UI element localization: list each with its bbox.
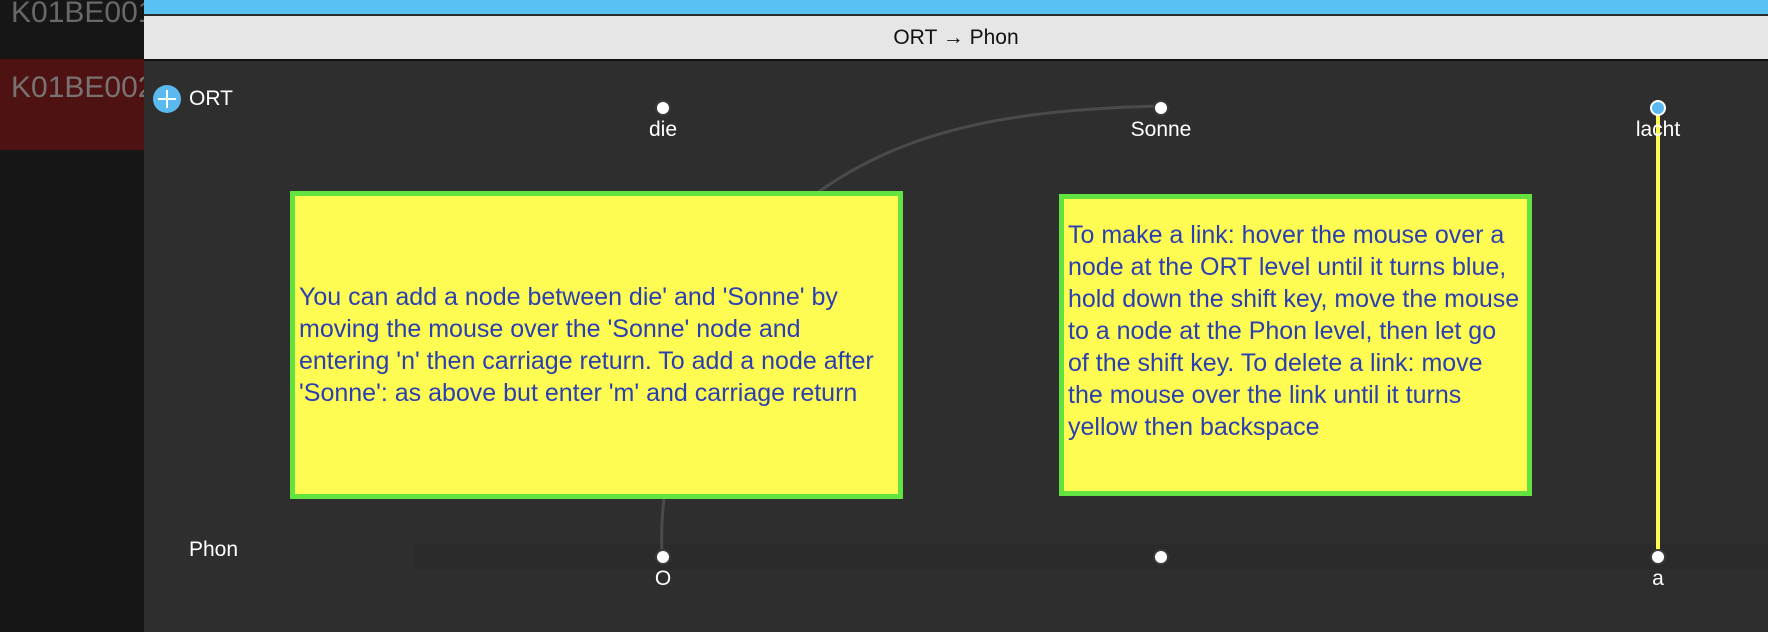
annotation-canvas[interactable]: ORT Phon die Sonne lacht O a You can add… [144,61,1768,632]
phon-node-o[interactable] [655,549,671,565]
session-item-k01be002[interactable]: K01BE002 [0,59,144,150]
ort-node-label: Sonne [1130,118,1192,141]
session-item-label: K01BE001 [11,0,144,28]
session-item-label: K01BE002 [11,71,144,104]
help-note-add-node: You can add a node between die' and 'Son… [290,191,903,499]
phon-node-empty[interactable] [1153,549,1169,565]
phon-node-label: O [654,567,672,590]
help-note-text: You can add a node between die' and 'Son… [299,283,874,407]
help-note-links: To make a link: hover the mouse over a n… [1059,194,1532,496]
ort-node-label: lacht [1635,118,1681,141]
level-label-ort: ORT [189,87,233,110]
top-accent-bar [144,0,1768,16]
phon-node-label: a [1652,567,1664,590]
ort-node-label: die [648,118,678,141]
ort-node-lacht[interactable] [1650,100,1666,116]
ort-node-sonne[interactable] [1153,100,1169,116]
level-label-phon: Phon [189,538,239,561]
help-note-text: To make a link: hover the mouse over a n… [1068,221,1520,441]
phon-node-a[interactable] [1650,549,1666,565]
ort-node-die[interactable] [655,100,671,116]
session-sidebar: K01BE001 K01BE002 [0,0,144,632]
phon-level-track [414,544,1768,570]
session-item-k01be001[interactable]: K01BE001 [0,0,144,28]
page-title: ORT → Phon [144,16,1768,61]
add-level-button[interactable] [153,85,181,113]
link-sonne-o-tail[interactable] [660,490,667,553]
